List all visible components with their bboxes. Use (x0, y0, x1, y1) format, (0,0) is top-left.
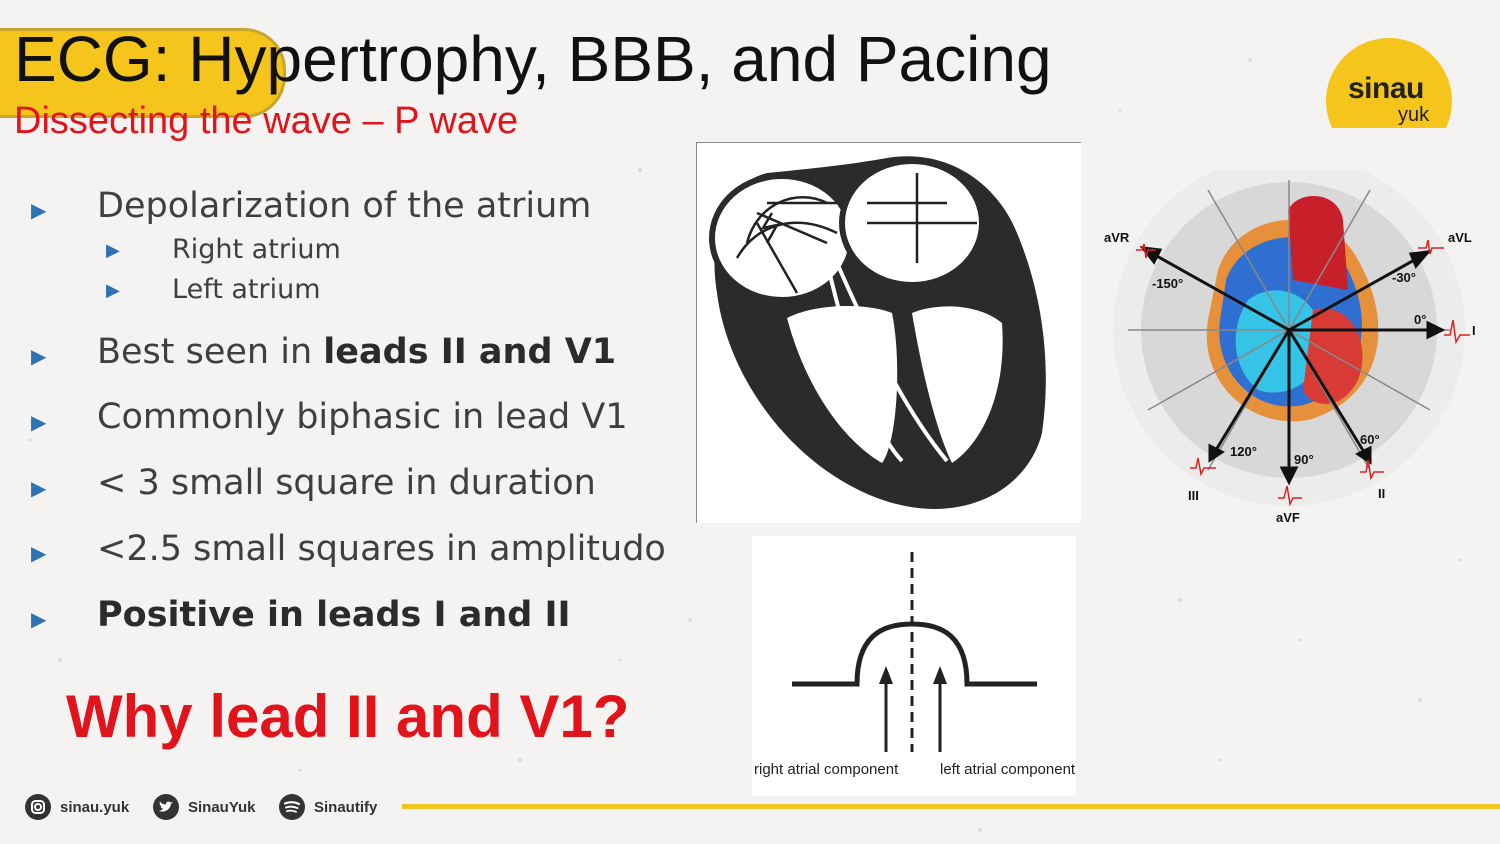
p-wave-diagram: right atrial component left atrial compo… (752, 536, 1076, 796)
bullet-best-seen: Best seen in leads II and V1 (97, 332, 616, 372)
instagram-handle: sinau.yuk (60, 798, 130, 816)
question-heading: Why lead II and V1? (66, 683, 630, 750)
bullet-marker: ▶ (31, 344, 47, 368)
bullet-biphasic: Commonly biphasic in lead V1 (97, 397, 628, 437)
spotify-icon (279, 794, 305, 820)
lead-iii-label: III (1188, 488, 1199, 503)
angle-minus150-label: -150° (1152, 276, 1183, 291)
lead-avf-label: aVF (1276, 510, 1300, 525)
bullet-marker: ▶ (31, 541, 47, 565)
instagram-icon (25, 794, 51, 820)
angle-60-label: 60° (1360, 432, 1380, 447)
bullet-best-seen-leads: leads II and V1 (323, 332, 617, 372)
logo-word-sinau: sinau (1348, 72, 1424, 105)
angle-90-label: 90° (1294, 452, 1314, 467)
page-subtitle: Dissecting the wave – P wave (14, 100, 519, 142)
sub-bullet-marker: ▶ (106, 240, 120, 261)
hexaxial-lead-diagram: aVR aVL I II III aVF -150° -30° 0° 60° 9… (1098, 154, 1484, 540)
page-title: ECG: Hypertrophy, BBB, and Pacing (14, 23, 1052, 95)
bullet-amplitude: <2.5 small squares in amplitudo (97, 529, 666, 569)
bullet-marker: ▶ (31, 410, 47, 434)
sinau-yuk-logo: sinau yuk (1326, 38, 1452, 128)
bullet-depolarization: Depolarization of the atrium (97, 186, 592, 226)
lead-avr-label: aVR (1104, 230, 1130, 245)
bullet-marker: ▶ (31, 476, 47, 500)
lead-i-label: I (1472, 323, 1476, 338)
angle-0-label: 0° (1414, 312, 1426, 327)
spotify-link[interactable]: Sinautify (278, 792, 377, 822)
bullet-positive-leads: Positive in leads I and II (97, 595, 571, 635)
sub-bullet-right-atrium: Right atrium (172, 234, 341, 265)
twitter-link[interactable]: SinauYuk (152, 792, 256, 822)
heart-conduction-illustration (696, 142, 1081, 523)
angle-minus30-label: -30° (1392, 270, 1416, 285)
right-atrial-component-label: right atrial component (754, 761, 899, 778)
sub-bullet-marker: ▶ (106, 280, 120, 301)
lead-avl-label: aVL (1448, 230, 1472, 245)
lead-ii-label: II (1378, 486, 1385, 501)
sub-bullet-left-atrium: Left atrium (172, 274, 321, 305)
logo-word-yuk: yuk (1398, 104, 1430, 126)
twitter-handle: SinauYuk (188, 798, 256, 816)
angle-120-label: 120° (1230, 444, 1257, 459)
bullet-best-seen-prefix: Best seen in (97, 332, 324, 372)
bullet-marker: ▶ (31, 607, 47, 631)
bullet-marker: ▶ (31, 198, 47, 222)
twitter-icon (153, 794, 179, 820)
spotify-handle: Sinautify (314, 798, 378, 816)
title-tag-shape (0, 28, 286, 118)
heart-icon (1206, 196, 1379, 422)
footer-divider-line (402, 804, 1500, 809)
bullet-duration: < 3 small square in duration (97, 463, 596, 503)
instagram-link[interactable]: sinau.yuk (24, 792, 129, 822)
left-atrial-component-label: left atrial component (940, 761, 1076, 778)
